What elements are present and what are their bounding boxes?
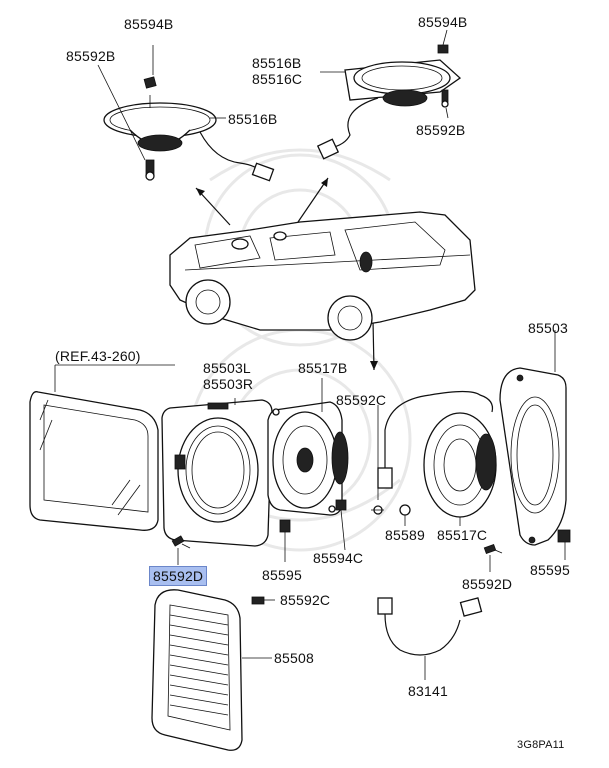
label-85516b-left: 85516B — [228, 111, 278, 127]
label-85592d-right: 85592D — [462, 576, 513, 592]
speaker-bracket — [161, 398, 273, 547]
label-85503r: 85503R — [203, 376, 254, 392]
rear-speaker-right — [316, 29, 462, 160]
label-85516c-right: 85516C — [252, 71, 303, 87]
diagram-code: 3G8PA11 — [517, 739, 565, 751]
wire-harness-83141 — [377, 597, 483, 680]
speaker-grille — [151, 589, 272, 751]
label-85516b-right: 85516B — [252, 55, 302, 71]
label-85503l: 85503L — [203, 360, 251, 376]
door-trim-panel — [29, 364, 175, 531]
label-85517b: 85517B — [298, 360, 348, 376]
speaker-85517c — [377, 390, 497, 526]
label-85592c-top: 85592C — [336, 392, 387, 408]
bracket-85503 — [499, 330, 571, 560]
label-85595-right: 85595 — [530, 562, 570, 578]
label-85503: 85503 — [528, 320, 568, 336]
label-85594b-right: 85594B — [418, 14, 468, 30]
label-85594c: 85594C — [313, 550, 364, 566]
screws-85592d — [171, 535, 503, 572]
label-85594b-left: 85594B — [124, 16, 174, 32]
label-85508: 85508 — [274, 650, 314, 666]
screw-85592c — [251, 596, 275, 605]
label-85592d-highlighted[interactable]: 85592D — [149, 566, 208, 586]
label-85589: 85589 — [385, 527, 425, 543]
vehicle-outline — [169, 211, 476, 341]
reference-label: (REF.43-260) — [55, 348, 141, 364]
label-85595-left: 85595 — [262, 567, 302, 583]
label-85592b-left: 85592B — [66, 48, 116, 64]
rear-speaker-left — [97, 45, 275, 182]
label-85517c: 85517C — [437, 527, 488, 543]
label-85592b-right: 85592B — [416, 122, 466, 138]
label-83141: 83141 — [408, 683, 448, 699]
speaker-85517b — [267, 378, 349, 516]
fasteners-center — [279, 405, 411, 562]
label-85592c-bottom: 85592C — [280, 592, 331, 608]
